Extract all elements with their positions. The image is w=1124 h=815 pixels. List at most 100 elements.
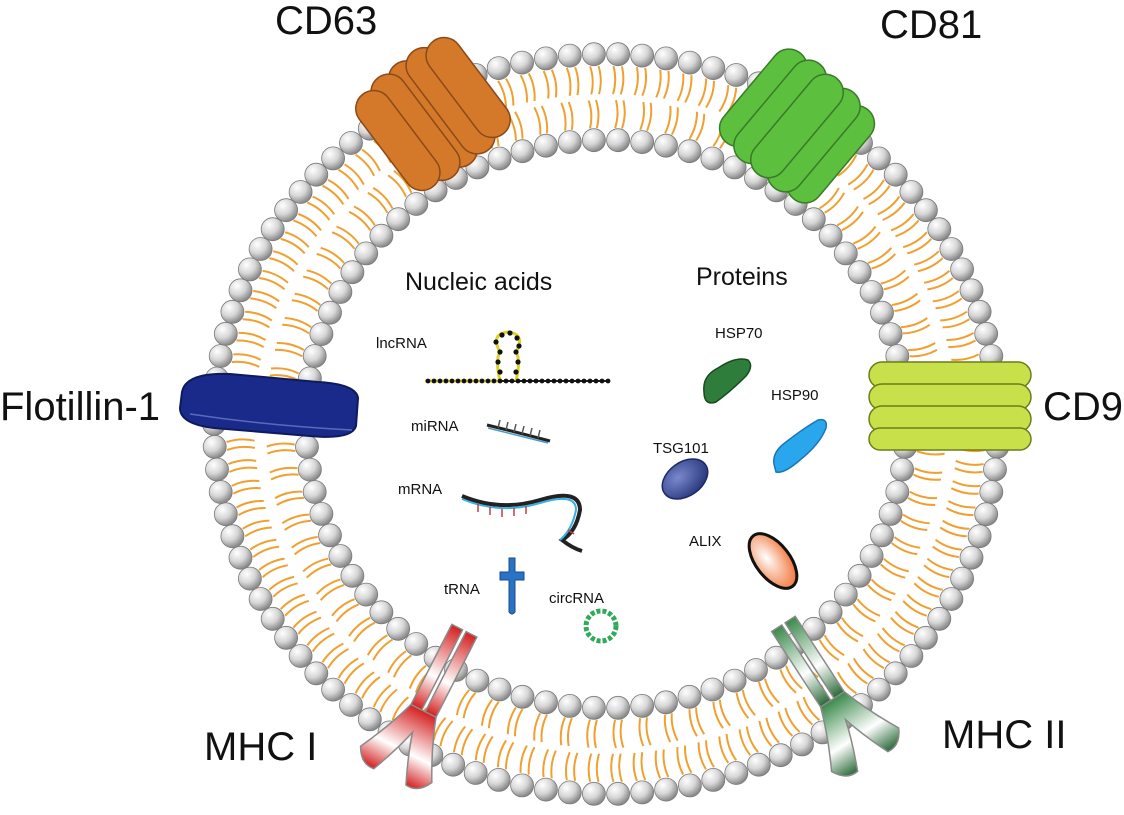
lncrna-base (605, 378, 611, 384)
lipid-tail (618, 753, 623, 783)
lipid-tail (662, 70, 670, 99)
lipid-head (228, 545, 253, 570)
lipid-head (274, 198, 299, 223)
lipid-head (309, 322, 334, 347)
lipid-head (678, 50, 702, 75)
lipid-head (974, 321, 999, 346)
lipid-head (202, 434, 227, 459)
lipid-tail (236, 499, 264, 509)
lipid-tail (796, 700, 814, 726)
lipid-head (724, 761, 749, 785)
lipid-tail (231, 360, 260, 368)
lipid-tail (917, 576, 943, 591)
lncrna-base (485, 378, 491, 384)
lncrna-base (514, 335, 520, 341)
lipid-tail (697, 78, 708, 107)
lipid-tail (252, 545, 280, 558)
lipid-tail (249, 538, 277, 551)
lipid-tail (550, 750, 557, 779)
lipid-tail (269, 374, 298, 381)
lipid-head (248, 237, 273, 261)
mhc-i-protein (359, 623, 478, 790)
lncrna-label: lncRNA (376, 335, 427, 352)
lipid-tail (705, 80, 715, 109)
lipid-tail (867, 247, 893, 265)
lipid-head (220, 299, 245, 324)
lipid-head (867, 146, 891, 171)
lipid-tail (847, 662, 869, 685)
lipid-head (700, 146, 725, 171)
lipid-tail (619, 719, 625, 748)
lipid-head (248, 587, 273, 611)
lipid-tail (836, 205, 859, 227)
lipid-head (274, 625, 299, 650)
lncrna-base (575, 378, 581, 384)
lipid-tail (566, 717, 573, 747)
lipid-head (404, 192, 429, 216)
lipid-head (890, 457, 914, 482)
lipid-tail (272, 582, 298, 598)
lipid-tail (393, 169, 413, 194)
lipid-tail (935, 538, 962, 551)
lipid-head (746, 752, 771, 777)
lipid-head (486, 768, 511, 792)
lncrna-base (527, 378, 533, 384)
lipid-tail (354, 671, 375, 694)
lipid-head (959, 278, 984, 303)
lipid-tail (908, 342, 936, 352)
lipid-head (302, 344, 327, 368)
nucleic-acids-heading: Nucleic acids (405, 268, 552, 296)
lipid-head (701, 56, 726, 80)
lipid-tail (294, 292, 321, 306)
lipid-tail (948, 339, 976, 349)
lipid-head (950, 257, 974, 282)
circrna-molecule (583, 608, 619, 644)
lipid-tail (242, 519, 270, 530)
lipid-tail (587, 100, 593, 129)
lipid-tail (945, 507, 974, 517)
lipid-head (939, 237, 964, 261)
lipid-head (927, 217, 952, 242)
lipid-tail (316, 252, 342, 270)
lipid-head (487, 677, 512, 702)
lipid-tail (847, 163, 869, 186)
lipid-tail (337, 657, 359, 679)
lipid-head (606, 695, 630, 720)
lncrna-base (557, 378, 563, 384)
lipid-head (339, 693, 363, 717)
lipid-head (724, 63, 749, 87)
lipid-tail (951, 353, 980, 361)
lipid-tail (633, 67, 639, 96)
lipid-tail (891, 542, 918, 556)
lipid-tail (408, 664, 427, 689)
lipid-tail (695, 707, 706, 735)
lipid-tail (662, 749, 670, 778)
lipid-tail (940, 310, 968, 322)
lipid-head (870, 300, 894, 325)
lipid-tail (336, 225, 360, 245)
lncrna-base (533, 378, 539, 384)
lipid-head (878, 502, 903, 526)
lipid-head (885, 480, 910, 504)
lipid-tail (291, 299, 319, 312)
circrna-label: circRNA (549, 590, 604, 607)
lipid-head (369, 600, 394, 625)
lipid-tail (242, 318, 270, 329)
lipid-head (486, 56, 511, 80)
lipid-tail (564, 751, 571, 781)
lipid-tail (902, 231, 928, 249)
lipid-tail (741, 689, 756, 716)
lipid-tail (361, 148, 381, 172)
lipid-tail (527, 746, 536, 775)
lipid-tail (684, 745, 693, 774)
lipid-tail (632, 752, 638, 782)
lipid-tail (258, 557, 285, 571)
lipid-tail (867, 584, 892, 602)
lipid-head (818, 223, 843, 248)
lipid-tail (327, 179, 350, 200)
lipid-tail (276, 496, 304, 506)
lipid-tail (462, 692, 477, 719)
lipid-head (220, 524, 245, 549)
lipid-head (677, 139, 702, 164)
lipid-tail (883, 557, 909, 573)
